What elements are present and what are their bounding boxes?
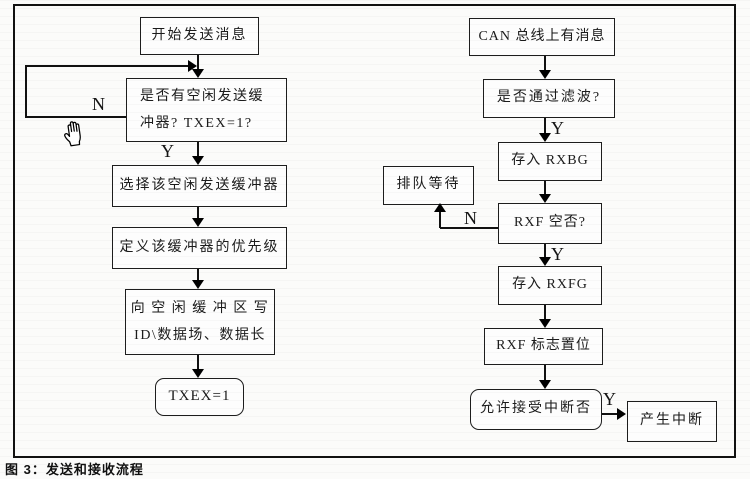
arrowhead-into-rxbg xyxy=(539,133,551,142)
flow-node-rxf-flag-set: RXF 标志置位 xyxy=(484,328,603,365)
arrowhead-into-write xyxy=(192,280,204,289)
flow-node-filter-check: 是否通过滤波? xyxy=(483,79,615,118)
flow-node-store-rxfg: 存入 RXFG xyxy=(498,266,602,305)
flow-node-write-buffer: 向 空 闲 缓 冲 区 写 ID\数据场、数据长 xyxy=(125,289,275,355)
connector-rxf-to-rxfg xyxy=(544,242,546,258)
branch-label-send-no: N xyxy=(92,94,105,114)
flow-node-label: 选择该空闲发送缓冲器 xyxy=(119,177,280,193)
flow-node-label-line2: 冲器? TXEX=1? xyxy=(140,116,253,131)
flow-node-label-line1: 向 空 闲 缓 冲 区 写 xyxy=(130,301,270,316)
arrowhead-into-queue xyxy=(434,203,446,212)
flow-node-define-priority: 定义该缓冲器的优先级 xyxy=(112,227,287,269)
connector-start-to-check xyxy=(197,53,199,70)
connector-message-to-filter xyxy=(544,54,546,71)
flow-node-label: 存入 RXBG xyxy=(511,153,589,169)
flow-node-label: 允许接受中断否 xyxy=(480,401,592,417)
arrowhead-no-loop xyxy=(188,60,197,72)
figure-caption: 图 3：发送和接收流程 xyxy=(5,462,144,477)
hand-cursor-icon xyxy=(64,121,81,147)
flow-node-check-free-buffer: 是否有空闲发送缓 冲器? TXEX=1? xyxy=(126,78,287,142)
branch-label-interrupt-yes: Y xyxy=(603,389,616,409)
flow-node-label: 定义该缓冲器的优先级 xyxy=(119,239,280,255)
flow-node-label: 是否通过滤波? xyxy=(496,90,602,106)
flow-node-label: TXEX=1 xyxy=(168,388,231,405)
connector-no-loop-top xyxy=(26,65,188,67)
flow-node-start-send: 开始发送消息 xyxy=(140,17,259,55)
branch-label-filter-yes: Y xyxy=(551,118,564,138)
connector-flag-to-allow xyxy=(544,363,546,381)
flow-node-label: 存入 RXFG xyxy=(512,277,588,293)
arrowhead-into-rxf xyxy=(539,194,551,203)
connector-rxbg-to-rxf xyxy=(544,179,546,195)
flow-node-label: 开始发送消息 xyxy=(151,27,248,43)
connector-rxfg-to-flag xyxy=(544,303,546,320)
connector-no-loop-bottom xyxy=(26,116,126,118)
flow-node-can-message: CAN 总线上有消息 xyxy=(469,18,615,56)
flow-node-label: CAN 总线上有消息 xyxy=(478,28,606,44)
connector-allow-yes-horizontal xyxy=(600,413,618,415)
connector-filter-to-rxbg xyxy=(544,116,546,134)
connector-rxf-no-vertical xyxy=(439,211,441,228)
arrowhead-into-check xyxy=(192,69,204,78)
flow-node-rxf-empty-check: RXF 空否? xyxy=(498,203,602,244)
connector-priority-to-write xyxy=(197,267,199,280)
flow-node-label-line2: ID\数据场、数据长 xyxy=(134,328,266,343)
arrowhead-into-txex xyxy=(192,369,204,378)
arrowhead-into-filter xyxy=(539,70,551,79)
flow-node-label-line1: 是否有空闲发送缓 xyxy=(140,89,264,104)
connector-select-to-priority xyxy=(197,205,199,218)
arrowhead-into-rxfg xyxy=(539,257,551,266)
flow-node-label: RXF 标志置位 xyxy=(496,338,591,354)
flow-node-queue-wait: 排队等待 xyxy=(383,166,474,205)
connector-no-loop-left xyxy=(25,65,27,118)
connector-write-to-txex xyxy=(197,353,199,369)
flow-node-txex-set: TXEX=1 xyxy=(155,378,244,416)
flow-node-allow-interrupt-check: 允许接受中断否 xyxy=(470,389,602,430)
arrowhead-into-interrupt xyxy=(617,408,626,420)
flow-node-generate-interrupt: 产生中断 xyxy=(627,401,717,442)
arrowhead-into-allow xyxy=(539,380,551,389)
flow-node-label: RXF 空否? xyxy=(514,215,586,231)
flow-node-store-rxbg: 存入 RXBG xyxy=(498,142,602,181)
branch-label-rxf-yes: Y xyxy=(551,244,564,264)
arrowhead-into-flag xyxy=(539,319,551,328)
branch-label-send-yes: Y xyxy=(161,141,174,161)
arrowhead-into-select xyxy=(192,156,204,165)
arrowhead-into-priority xyxy=(192,218,204,227)
connector-check-to-select xyxy=(197,140,199,156)
flow-node-select-buffer: 选择该空闲发送缓冲器 xyxy=(112,165,287,207)
branch-label-rxf-no: N xyxy=(464,208,477,228)
figure-border xyxy=(13,4,736,458)
flow-node-label: 排队等待 xyxy=(396,177,461,193)
connector-rxf-no-horizontal xyxy=(440,227,498,229)
flow-node-label: 产生中断 xyxy=(640,413,704,429)
